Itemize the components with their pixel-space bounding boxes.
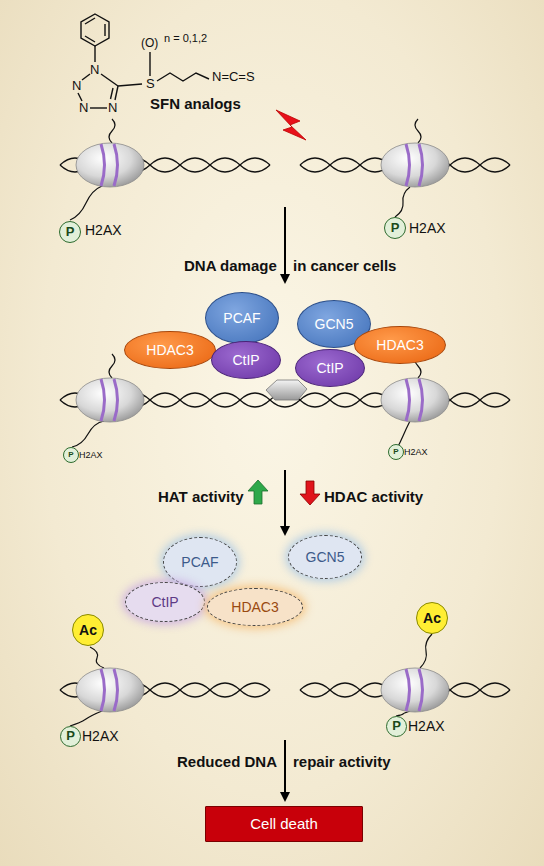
protein-oval: CtIP	[295, 349, 365, 387]
increase-arrow	[248, 480, 268, 504]
node-text: Ac	[79, 622, 97, 638]
atom-label: N	[72, 79, 81, 94]
marker-circle: P	[384, 217, 406, 239]
node-text: GCN5	[306, 549, 345, 565]
atom-label: (O)	[141, 37, 158, 51]
decrease-arrow	[300, 481, 320, 505]
node-text: P	[392, 719, 401, 734]
text-label: repair activity	[293, 753, 391, 770]
molecule-bonds	[78, 14, 209, 108]
node-text: GCN5	[315, 316, 354, 332]
node-text: P	[393, 447, 398, 456]
protein-oval: PCAF	[163, 537, 237, 587]
damage-bolt	[276, 110, 306, 140]
atom-label: N=C=S	[212, 70, 255, 85]
marker-circle: Ac	[416, 602, 448, 634]
node-text: HDAC3	[146, 342, 193, 358]
text-label: H2AX	[404, 447, 428, 457]
atom-label: N	[79, 101, 88, 116]
node-text: PCAF	[181, 554, 218, 570]
node-text: CtIP	[316, 360, 343, 376]
node-text: P	[66, 729, 75, 744]
node-text: CtIP	[151, 594, 178, 610]
marker-circle: P	[386, 716, 407, 737]
marker-circle: P	[60, 726, 81, 747]
node-text: P	[391, 221, 400, 236]
node-text: P	[66, 225, 75, 240]
flow-arrows	[284, 207, 286, 800]
text-label: H2AX	[85, 222, 122, 238]
text-label: HAT activity	[158, 488, 244, 505]
text-label: HDAC activity	[324, 488, 423, 505]
node-text: HDAC3	[231, 599, 278, 615]
text-label: in cancer cells	[293, 257, 396, 274]
protein-oval: HDAC3	[207, 588, 303, 626]
protein-oval: HDAC3	[124, 331, 216, 369]
node-text: PCAF	[223, 310, 260, 326]
atom-label: N	[90, 63, 99, 78]
text-label: H2AX	[408, 718, 445, 734]
text-label: H2AX	[82, 728, 119, 744]
protein-oval: PCAF	[205, 292, 279, 344]
protein-oval: CtIP	[211, 341, 281, 379]
atom-label: S	[146, 77, 155, 92]
text-label: DNA damage	[184, 257, 277, 274]
node-text: P	[68, 450, 73, 459]
node-text: CtIP	[232, 352, 259, 368]
dna-end-block	[266, 380, 307, 400]
node-text: Ac	[423, 610, 441, 626]
marker-circle: Ac	[72, 614, 104, 646]
atom-label: N	[108, 101, 117, 116]
marker-circle: P	[63, 447, 79, 463]
text-label: H2AX	[79, 450, 103, 460]
marker-circle: P	[388, 444, 404, 460]
node-text: HDAC3	[376, 337, 423, 353]
nucleosomes	[76, 143, 449, 712]
atom-label: n = 0,1,2	[164, 32, 207, 45]
protein-oval: GCN5	[288, 535, 362, 579]
outcome-box: Cell death	[205, 806, 363, 842]
marker-circle: P	[59, 221, 81, 243]
text-label: SFN analogs	[150, 95, 241, 112]
node-text: Cell death	[250, 815, 318, 832]
text-label: H2AX	[409, 220, 446, 236]
protein-oval: HDAC3	[354, 326, 446, 364]
dna-helix	[60, 158, 510, 697]
text-label: Reduced DNA	[177, 753, 277, 770]
protein-oval: CtIP	[125, 582, 205, 622]
histone-tails	[70, 119, 432, 726]
